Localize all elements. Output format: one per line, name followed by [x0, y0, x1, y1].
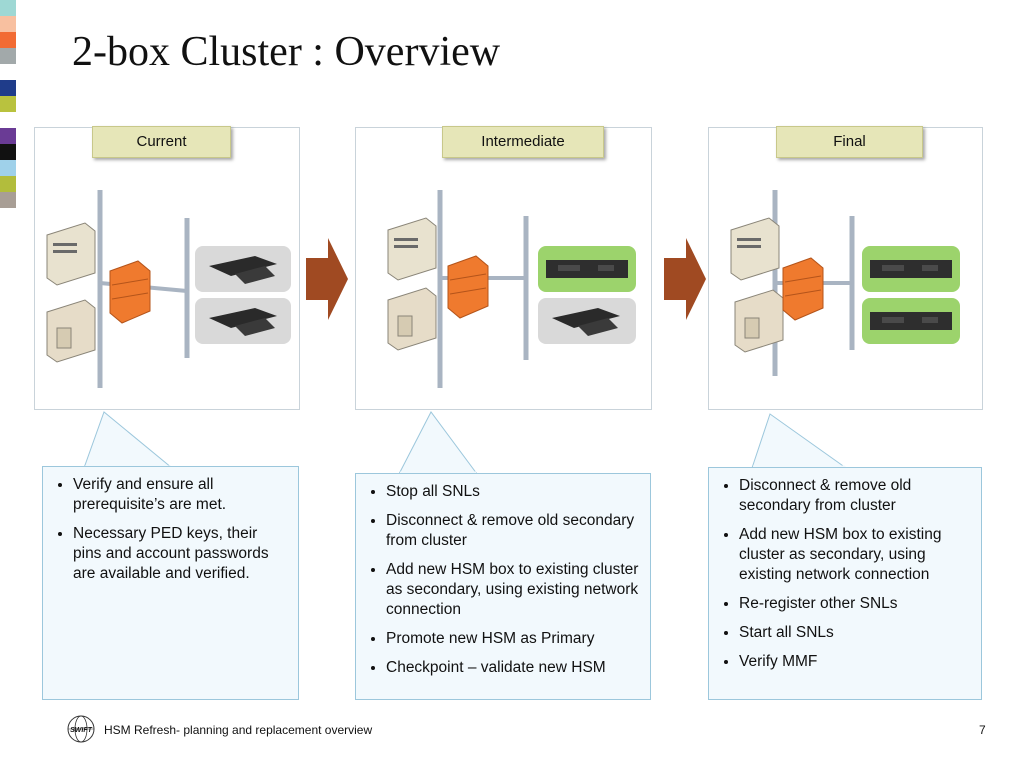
hsm-old-icon	[195, 246, 291, 292]
color-swatch	[0, 160, 16, 176]
color-swatch	[0, 64, 16, 80]
note-item: Add new HSM box to existing cluster as s…	[386, 560, 640, 620]
callout-tail	[751, 413, 848, 469]
diagram-current	[46, 190, 291, 388]
panel-current: Current	[34, 126, 300, 410]
firewall-icon	[447, 255, 489, 319]
panel-final: Final	[708, 126, 983, 410]
hsm-new-icon	[862, 298, 960, 344]
hsm-old-icon	[195, 298, 291, 344]
color-swatch	[0, 16, 16, 32]
note-item: Stop all SNLs	[386, 482, 640, 502]
panel-label-current: Current	[92, 126, 231, 158]
color-swatch	[0, 32, 16, 48]
server-icon	[46, 222, 96, 286]
note-item: Checkpoint – validate new HSM	[386, 658, 640, 678]
server-icon	[734, 289, 784, 353]
color-swatch-strip	[0, 0, 16, 208]
hsm-old-icon	[538, 298, 636, 344]
swift-logo-text: SWIFT	[70, 727, 92, 734]
diagram-final	[730, 190, 960, 376]
note-item: Verify MMF	[739, 652, 971, 672]
note-item: Disconnect & remove old secondary from c…	[386, 511, 640, 551]
callout-tail	[84, 411, 174, 469]
hsm-new-icon	[538, 246, 636, 292]
slide-title: 2-box Cluster : Overview	[72, 29, 501, 75]
note-intermediate: Stop all SNLs Disconnect & remove old se…	[355, 473, 651, 700]
server-icon	[46, 299, 96, 363]
flow-arrow-icon	[664, 238, 706, 320]
note-item: Start all SNLs	[739, 623, 971, 643]
note-list: Disconnect & remove old secondary from c…	[709, 476, 971, 672]
note-item: Re-register other SNLs	[739, 594, 971, 614]
server-icon	[387, 217, 437, 281]
hsm-new-icon	[862, 246, 960, 292]
firewall-icon	[782, 257, 824, 321]
color-swatch	[0, 176, 16, 192]
diagram-intermediate	[387, 190, 636, 388]
panel-label-final: Final	[776, 126, 923, 158]
page-number: 7	[979, 723, 986, 737]
color-swatch	[0, 48, 16, 64]
panel-label-intermediate: Intermediate	[442, 126, 604, 158]
firewall-icon	[109, 260, 151, 324]
note-item: Add new HSM box to existing cluster as s…	[739, 525, 971, 585]
color-swatch	[0, 80, 16, 96]
color-swatch	[0, 0, 16, 16]
note-item: Verify and ensure all prerequisite’s are…	[73, 475, 288, 515]
note-item: Promote new HSM as Primary	[386, 629, 640, 649]
note-list: Verify and ensure all prerequisite’s are…	[43, 475, 288, 584]
note-item: Necessary PED keys, their pins and accou…	[73, 524, 288, 584]
note-item: Disconnect & remove old secondary from c…	[739, 476, 971, 516]
note-list: Stop all SNLs Disconnect & remove old se…	[356, 482, 640, 678]
swift-logo-icon: SWIFT	[67, 715, 95, 743]
color-swatch	[0, 128, 16, 144]
color-swatch	[0, 112, 16, 128]
color-swatch	[0, 144, 16, 160]
callout-tail	[399, 411, 478, 475]
note-current: Verify and ensure all prerequisite’s are…	[42, 466, 299, 700]
color-swatch	[0, 192, 16, 208]
color-swatch	[0, 96, 16, 112]
note-final: Disconnect & remove old secondary from c…	[708, 467, 982, 700]
footer-text: HSM Refresh- planning and replacement ov…	[104, 723, 373, 737]
server-icon	[387, 287, 437, 351]
server-icon	[730, 217, 780, 281]
panel-intermediate: Intermediate	[355, 126, 652, 410]
flow-arrow-icon	[306, 238, 348, 320]
